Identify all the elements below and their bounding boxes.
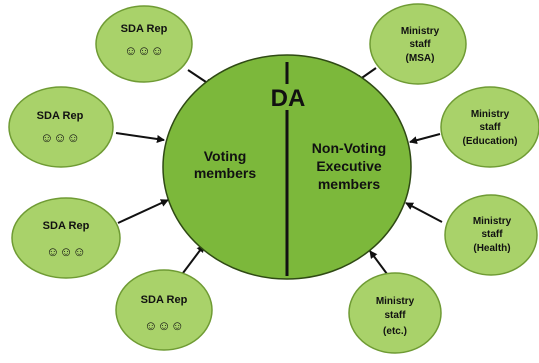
arrow-sda-3 (117, 199, 169, 224)
ministry-line: staff (479, 122, 501, 133)
ministry-line: staff (409, 39, 431, 50)
arrow-sda-4 (179, 244, 205, 278)
sda-rep-label: SDA Rep (43, 220, 90, 232)
arrow-ministry-3 (405, 202, 443, 223)
sda-rep-bubble-3: SDA Rep ☺☺☺ (11, 197, 121, 279)
non-voting-label-line2: Executive (316, 158, 382, 174)
sda-rep-faces: ☺☺☺ (40, 130, 80, 145)
da-title: DA (271, 85, 306, 112)
ministry-line: Ministry (473, 216, 512, 227)
da-title-bg (268, 84, 308, 110)
arrows (115, 67, 443, 279)
ministry-line: (Education) (463, 136, 518, 147)
ministry-bubble-shape (440, 86, 539, 168)
sda-rep-label: SDA Rep (141, 294, 188, 306)
ministry-line: (Health) (473, 243, 510, 254)
ministry-bubble-msa: Ministry staff (MSA) (369, 3, 467, 85)
sda-rep-bubble-shape (8, 86, 114, 168)
sda-rep-faces: ☺☺☺ (124, 43, 164, 58)
ministry-line: (etc.) (383, 326, 407, 337)
ministry-bubble-shape (444, 194, 538, 276)
sda-rep-bubble-2: SDA Rep ☺☺☺ (8, 86, 114, 168)
da-circle: DA Voting members Non-Voting Executive m… (162, 54, 412, 280)
ministry-line: staff (384, 310, 406, 321)
ministry-line: (MSA) (406, 53, 435, 64)
ministry-bubble-health: Ministry staff (Health) (444, 194, 538, 276)
arrow-ministry-2 (409, 133, 441, 145)
voting-label-line1: Voting (204, 148, 247, 164)
arrow-sda-2 (115, 132, 165, 143)
sda-rep-label: SDA Rep (121, 23, 168, 35)
ministry-line: Ministry (376, 296, 415, 307)
sda-rep-faces: ☺☺☺ (144, 318, 184, 333)
voting-label-line2: members (194, 165, 256, 181)
ministry-bubble-etc: Ministry staff (etc.) (348, 272, 442, 354)
sda-rep-label: SDA Rep (37, 110, 84, 122)
ministry-bubble-shape (369, 3, 467, 85)
sda-rep-faces: ☺☺☺ (46, 244, 86, 259)
non-voting-label-line3: members (318, 176, 380, 192)
sda-rep-bubble-1: SDA Rep ☺☺☺ (95, 5, 193, 83)
sda-rep-bubble-4: SDA Rep ☺☺☺ (115, 269, 213, 351)
non-voting-label-line1: Non-Voting (312, 140, 386, 156)
sda-rep-bubble-shape (11, 197, 121, 279)
ministry-bubble-education: Ministry staff (Education) (440, 86, 539, 168)
ministry-line: staff (481, 229, 503, 240)
ministry-bubble-shape (348, 272, 442, 354)
sda-rep-bubble-shape (95, 5, 193, 83)
sda-rep-bubble-shape (115, 269, 213, 351)
ministry-line: Ministry (471, 109, 510, 120)
ministry-line: Ministry (401, 26, 440, 37)
